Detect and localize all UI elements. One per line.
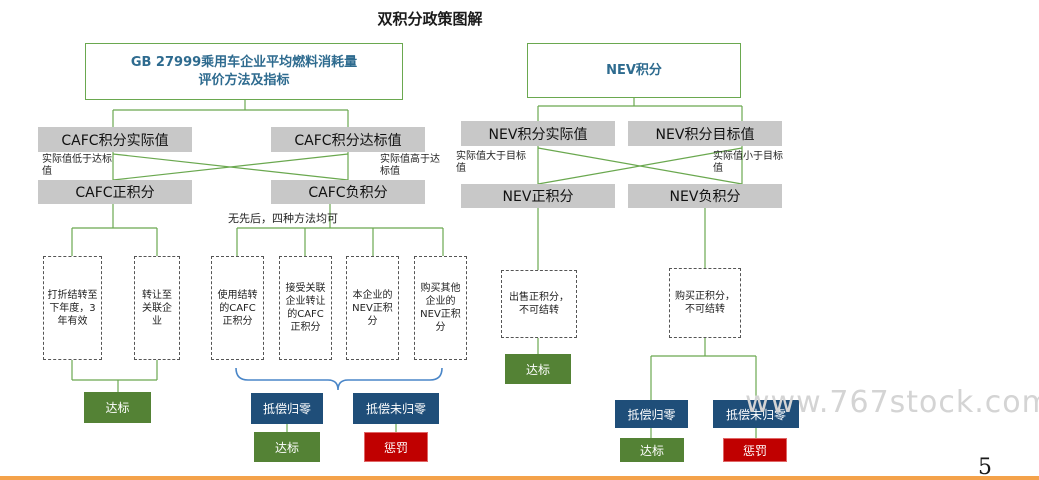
nev-target-box: NEV积分目标值 [628, 121, 782, 146]
nev-offset-not-zero-badge: 抵偿未归零 [713, 400, 799, 428]
cafc-positive-box: CAFC正积分 [38, 180, 192, 204]
right-header-box: NEV积分 [527, 43, 741, 98]
cafc-neg-compliant-badge: 达标 [254, 432, 320, 462]
cafc-actual-box: CAFC积分实际值 [38, 127, 192, 152]
watermark: www.767stock.com [745, 385, 1039, 420]
page-number: 5 [978, 455, 992, 480]
nev-neg-compliant-badge: 达标 [620, 438, 684, 462]
left-header-line2: 评价方法及指标 [198, 72, 290, 88]
nev-note-high: 实际值大于目标值 [456, 151, 526, 174]
right-header-label: NEV积分 [606, 62, 662, 78]
cafc-pos-compliant-badge: 达标 [84, 392, 151, 423]
cafc-pos-option-transfer: 转让至关联企业 [134, 256, 180, 360]
nev-neg-option-buy: 购买正积分，不可结转 [669, 268, 741, 338]
cafc-neg-option-own-nev: 本企业的NEV正积分 [346, 256, 399, 360]
nev-negative-box: NEV负积分 [628, 184, 782, 208]
nev-offset-zero-badge: 抵偿归零 [615, 400, 688, 428]
cafc-methods-note: 无先后，四种方法均可 [228, 212, 338, 225]
nev-note-low: 实际值小于目标值 [713, 151, 783, 174]
cafc-neg-option-carryover: 使用结转的CAFC正积分 [211, 256, 264, 360]
cafc-negative-box: CAFC负积分 [271, 180, 425, 204]
page-title: 双积分政策图解 [377, 10, 483, 28]
cafc-offset-not-zero-badge: 抵偿未归零 [353, 393, 439, 424]
left-header-box: GB 27999乘用车企业平均燃料消耗量 评价方法及指标 [85, 43, 403, 100]
nev-penalty-badge: 惩罚 [723, 438, 787, 462]
nev-pos-compliant-badge: 达标 [505, 354, 571, 384]
bottom-rule [0, 476, 1039, 480]
cafc-neg-option-affiliate: 接受关联企业转让的CAFC正积分 [279, 256, 332, 360]
cafc-offset-zero-badge: 抵偿归零 [251, 393, 323, 424]
cafc-note-low: 实际值低于达标值 [42, 154, 112, 177]
cafc-pos-option-carryover: 打折结转至下年度，3年有效 [43, 256, 102, 360]
cafc-target-box: CAFC积分达标值 [271, 127, 425, 152]
nev-positive-box: NEV正积分 [461, 184, 615, 208]
nev-pos-option-sell: 出售正积分，不可结转 [501, 270, 577, 338]
cafc-note-high: 实际值高于达标值 [380, 154, 440, 177]
nev-actual-box: NEV积分实际值 [461, 121, 615, 146]
cafc-neg-option-buy-nev: 购买其他企业的NEV正积分 [414, 256, 467, 360]
cafc-penalty-badge: 惩罚 [364, 432, 428, 462]
left-header-line1: GB 27999乘用车企业平均燃料消耗量 [130, 54, 358, 70]
